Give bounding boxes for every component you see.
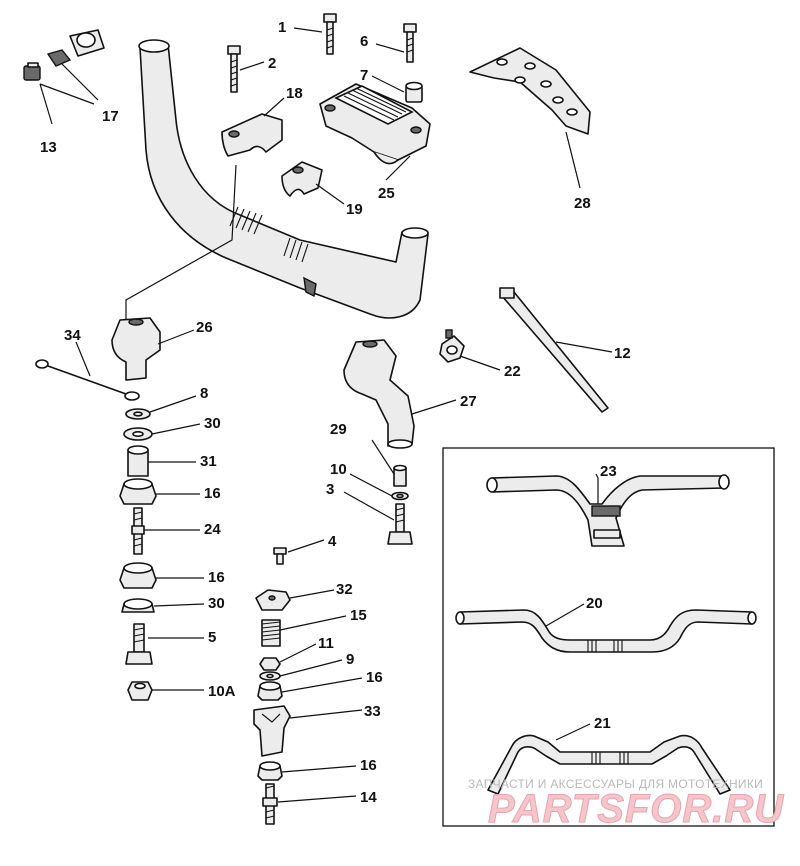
callout-30b: 30 [208, 595, 225, 612]
part-31-sleeve [127, 445, 149, 477]
part-27-riser [343, 339, 415, 449]
part-6-bolt [403, 23, 417, 63]
part-28-riser-cover [469, 47, 591, 135]
callout-33: 33 [364, 703, 381, 720]
callout-7: 7 [360, 67, 368, 84]
part-26-riser [111, 317, 161, 381]
part-23-handlebar [486, 474, 730, 547]
part-16-bushing-d [257, 761, 283, 781]
callout-34: 34 [64, 327, 81, 344]
callout-2: 2 [268, 55, 276, 72]
part-1-bolt [323, 13, 337, 55]
part-33-pivot [253, 705, 291, 757]
callout-3: 3 [326, 481, 334, 498]
callout-26: 26 [196, 319, 213, 336]
callout-10: 10 [330, 461, 347, 478]
part-10-washer [391, 491, 409, 501]
part-24-stud [131, 507, 145, 555]
callout-1: 1 [278, 19, 286, 36]
part-15-spring [261, 619, 281, 647]
callout-16d: 16 [360, 757, 377, 774]
part-5-bolt [125, 623, 153, 665]
callout-31: 31 [200, 453, 217, 470]
part-32-cap [255, 589, 291, 611]
part-14-stud [262, 783, 278, 825]
part-12-cable-tie [499, 287, 609, 413]
callout-21: 21 [594, 715, 611, 732]
part-2-bolt [227, 45, 241, 93]
part-19-lower-clamp [281, 161, 323, 197]
callout-10a: 10A [208, 683, 236, 700]
callout-6: 6 [360, 33, 368, 50]
callout-30a: 30 [204, 415, 221, 432]
callout-11: 11 [318, 635, 334, 652]
part-21-handlebar [487, 734, 731, 795]
part-11-nut [259, 657, 281, 671]
callout-28: 28 [574, 195, 591, 212]
part-16-bushing-a [119, 478, 157, 505]
callout-29: 29 [330, 421, 347, 438]
callout-27: 27 [460, 393, 477, 410]
callout-25: 25 [378, 185, 395, 202]
part-34-ground-strap [35, 359, 140, 401]
callout-32: 32 [336, 581, 353, 598]
part-13-fitting [23, 62, 41, 81]
watermark-logo: PARTSFOR.RU [488, 787, 784, 831]
main-handlebar [138, 39, 429, 319]
callout-5: 5 [208, 629, 216, 646]
part-30-washer-lower [121, 598, 155, 613]
callout-16a: 16 [204, 485, 221, 502]
part-20-handlebar [455, 609, 757, 653]
part-29-stud [393, 464, 407, 487]
callout-14: 14 [360, 789, 377, 806]
callout-16b: 16 [208, 569, 225, 586]
part-7-spacer [405, 81, 423, 103]
part-17-fitting [46, 29, 105, 67]
part-4-screw [273, 547, 287, 565]
callout-23: 23 [600, 463, 617, 480]
callout-12: 12 [614, 345, 631, 362]
part-16-bushing-c [257, 681, 283, 701]
part-16-bushing-b [119, 562, 157, 589]
callout-4: 4 [328, 533, 337, 550]
watermark-caption: ЗАПЧАСТИ И АКСЕССУАРЫ ДЛЯ МОТОТЕХНИКИ [468, 777, 763, 791]
callout-16c: 16 [366, 669, 383, 686]
callout-19: 19 [346, 201, 363, 218]
callout-9: 9 [346, 651, 354, 668]
callout-22: 22 [504, 363, 521, 380]
callout-8: 8 [200, 385, 208, 402]
callout-13: 13 [40, 139, 57, 156]
part-18-upper-clamp [221, 113, 283, 157]
part-10a-nut [127, 681, 153, 701]
callout-24: 24 [204, 521, 221, 538]
part-25-top-clamp [319, 83, 431, 165]
alternate-handlebars-inset [442, 447, 775, 827]
callout-15: 15 [350, 607, 367, 624]
callout-17: 17 [102, 108, 119, 125]
part-9-washer [259, 671, 281, 681]
part-22-clip [439, 329, 465, 363]
part-30-washer-upper [123, 427, 153, 441]
part-3-bolt [387, 503, 413, 545]
part-8-washer [125, 408, 151, 420]
assembly-leader [125, 164, 237, 322]
callout-20: 20 [586, 595, 603, 612]
callout-18: 18 [286, 85, 303, 102]
